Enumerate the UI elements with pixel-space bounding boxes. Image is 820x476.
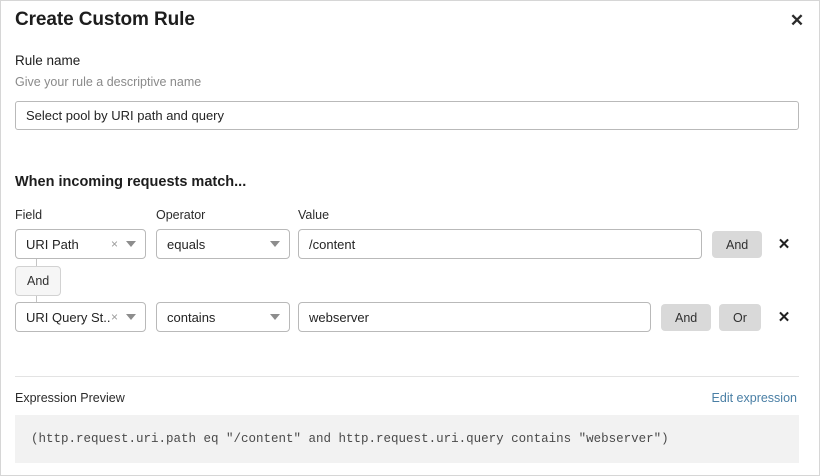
field-select-value: URI Path bbox=[26, 236, 79, 252]
condition-connector: And bbox=[15, 259, 135, 303]
conditions-heading: When incoming requests match... bbox=[15, 174, 247, 190]
chevron-down-icon bbox=[270, 314, 280, 320]
page-title: Create Custom Rule bbox=[15, 9, 195, 30]
value-input[interactable] bbox=[298, 302, 651, 332]
rule-name-hint: Give your rule a descriptive name bbox=[15, 75, 202, 89]
delete-condition-icon[interactable]: ✕ bbox=[777, 236, 791, 253]
rule-name-input[interactable] bbox=[15, 101, 799, 130]
value-input[interactable] bbox=[298, 229, 702, 259]
rule-name-label: Rule name bbox=[15, 53, 81, 68]
column-header-operator: Operator bbox=[156, 208, 206, 222]
divider bbox=[15, 376, 799, 377]
connector-line-bottom bbox=[36, 296, 37, 303]
connector-line-top bbox=[36, 259, 37, 266]
field-select[interactable]: URI Query St... × bbox=[15, 302, 146, 332]
connector-label: And bbox=[27, 274, 50, 288]
field-select[interactable]: URI Path × bbox=[15, 229, 146, 259]
chevron-down-icon bbox=[126, 241, 136, 247]
or-button[interactable]: Or bbox=[719, 304, 761, 331]
clear-icon[interactable]: × bbox=[110, 237, 118, 251]
operator-select-value: equals bbox=[167, 236, 206, 252]
expression-preview-label: Expression Preview bbox=[15, 391, 125, 405]
chevron-down-icon bbox=[126, 314, 136, 320]
clear-icon[interactable]: × bbox=[110, 310, 118, 324]
operator-select[interactable]: equals bbox=[156, 229, 290, 259]
chevron-down-icon bbox=[270, 241, 280, 247]
column-header-value: Value bbox=[298, 208, 330, 222]
condition-row: URI Path × equals And ✕ bbox=[1, 229, 820, 259]
and-button[interactable]: And bbox=[661, 304, 712, 331]
and-button[interactable]: And bbox=[712, 231, 763, 258]
edit-expression-link[interactable]: Edit expression bbox=[711, 391, 797, 405]
column-header-field: Field bbox=[15, 208, 43, 222]
expression-preview-code: (http.request.uri.path eq "/content" and… bbox=[15, 415, 799, 463]
connector-and-chip[interactable]: And bbox=[15, 266, 62, 296]
close-icon[interactable]: ✕ bbox=[789, 10, 805, 30]
condition-row: URI Query St... × contains And Or ✕ bbox=[1, 302, 820, 332]
operator-select-value: contains bbox=[167, 309, 216, 325]
operator-select[interactable]: contains bbox=[156, 302, 290, 332]
field-select-value: URI Query St... bbox=[26, 309, 111, 325]
delete-condition-icon[interactable]: ✕ bbox=[777, 309, 791, 326]
